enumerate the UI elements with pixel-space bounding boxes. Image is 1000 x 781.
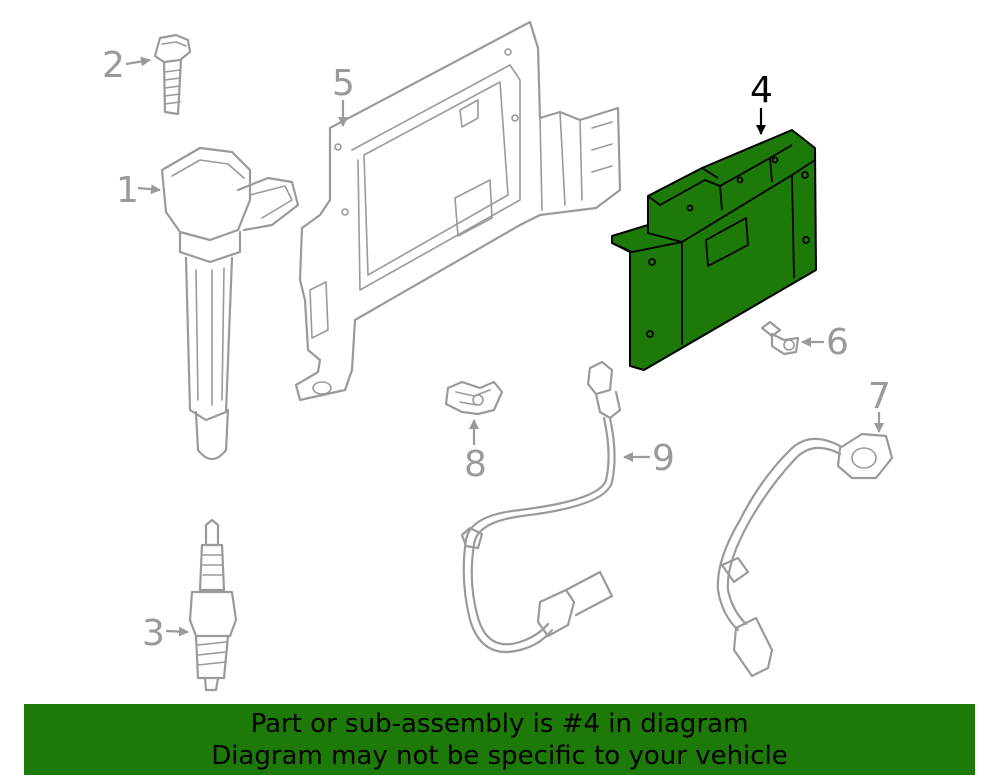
bolt-part-2: [153, 33, 192, 116]
callout-5: 5: [332, 63, 355, 104]
ecu-module-part-4: [611, 129, 817, 371]
callout-7: 7: [868, 376, 891, 417]
callout-4: 4: [750, 70, 773, 111]
bracket-part-5: [294, 20, 622, 402]
sensor-part-8: [444, 380, 504, 416]
parts-diagram: 2 1 3 5: [102, 20, 894, 692]
callout-8: 8: [464, 444, 487, 485]
callout-6: 6: [826, 322, 849, 363]
info-banner: Part or sub-assembly is #4 in diagram Di…: [24, 704, 975, 775]
callout-2: 2: [102, 45, 125, 86]
ignition-coil-part-1: [160, 146, 300, 461]
callout-9: 9: [652, 438, 675, 479]
callout-1: 1: [116, 170, 139, 211]
knock-sensor-part-7: [716, 432, 894, 678]
sensor-harness-part-9: [460, 360, 622, 654]
spark-plug-part-3: [188, 518, 238, 692]
screw-part-6: [760, 320, 800, 356]
callout-3: 3: [142, 613, 165, 654]
banner-line-2: Diagram may not be specific to your vehi…: [211, 740, 788, 771]
banner-line-1: Part or sub-assembly is #4 in diagram: [250, 708, 749, 739]
